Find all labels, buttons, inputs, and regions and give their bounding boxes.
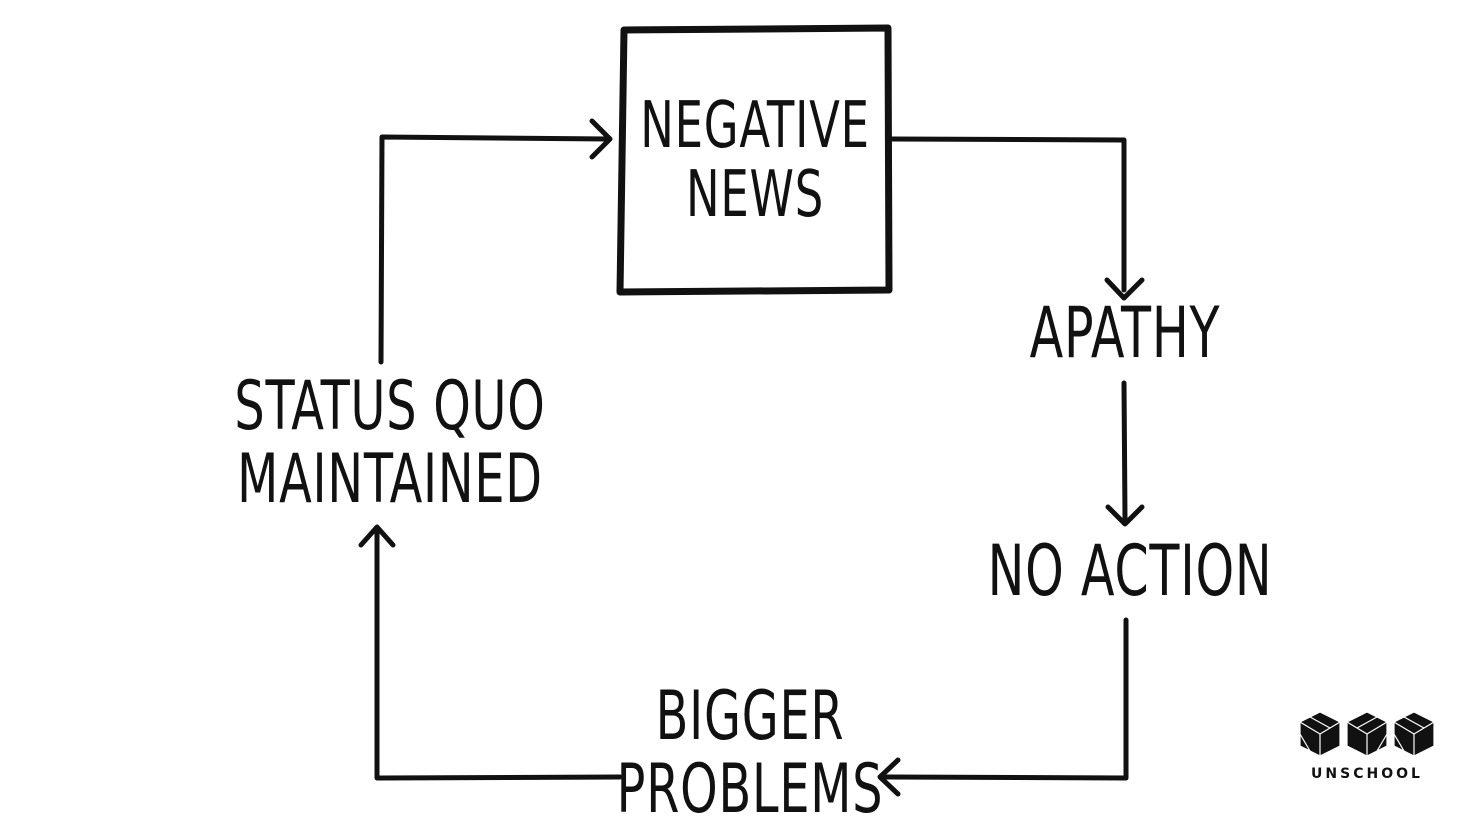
arrow-status-quo-to-news [378, 134, 611, 365]
arrow-no-action-to-bigger-problems [882, 617, 1129, 781]
negative-news-box [616, 24, 893, 296]
arrowhead-apathy [1104, 277, 1145, 301]
no-action-label: NO ACTION [974, 530, 1286, 612]
arrowhead-no-action [1105, 504, 1145, 527]
unschool-wordmark: UNSCHOOL [1311, 766, 1423, 782]
status-quo-label: STATUS QUO MAINTAINED [203, 370, 577, 517]
apathy-text: APATHY [1029, 292, 1221, 374]
arrowhead-negative-news [589, 118, 613, 160]
bigger-problems-line1: BIGGER [655, 677, 845, 756]
arrow-apathy-to-no-action [1121, 380, 1128, 521]
arrow-bigger-problems-to-status-quo [374, 527, 623, 781]
status-quo-line2: MAINTAINED [237, 440, 543, 520]
unschool-brand: UNSCHOOL [1296, 708, 1438, 788]
hexagon-cubes-logo-icon [1299, 711, 1435, 757]
arrow-news-to-apathy [889, 136, 1127, 293]
negative-news-label: NEGATIVE NEWS [603, 89, 907, 233]
negative-news-line2: NEWS [685, 158, 825, 233]
apathy-label: APATHY [996, 292, 1253, 374]
bigger-problems-line2: PROBLEMS [616, 750, 884, 830]
no-action-text: NO ACTION [987, 530, 1273, 612]
bigger-problems-label: BIGGER PROBLEMS [586, 680, 914, 827]
arrowhead-bigger-problems [877, 757, 901, 797]
arrowhead-status-quo [358, 524, 396, 548]
negative-news-line1: NEGATIVE [640, 89, 870, 163]
status-quo-line1: STATUS QUO [234, 367, 546, 446]
